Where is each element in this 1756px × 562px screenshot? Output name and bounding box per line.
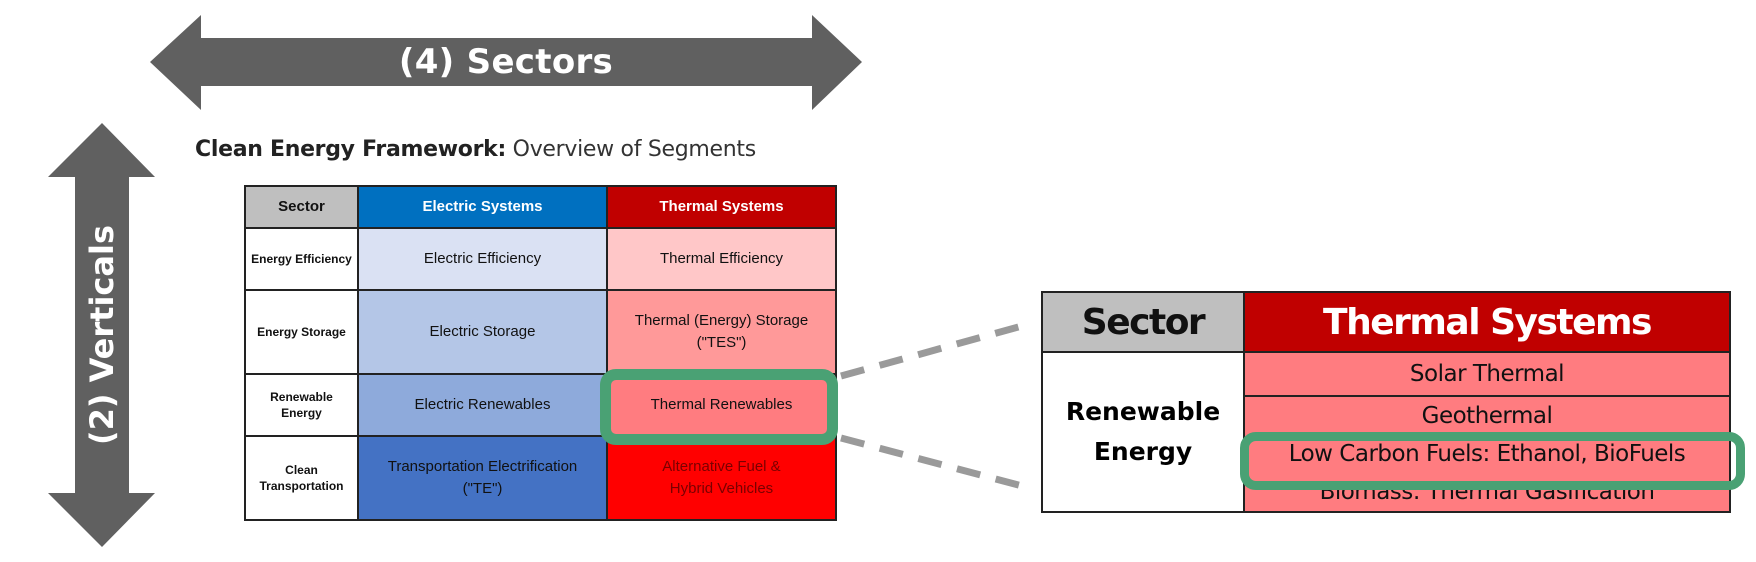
table-row: Renewable Energy Electric Renewables The… bbox=[244, 373, 837, 437]
verticals-arrow-label: (2) Verticals bbox=[83, 225, 121, 445]
zoom-connector-top bbox=[840, 322, 1023, 380]
cell-thermal: Thermal Efficiency bbox=[606, 227, 837, 291]
detail-item-highlighted: Low Carbon Fuels: Ethanol, BioFuels bbox=[1288, 441, 1686, 467]
highlight-box-low-carbon-fuels bbox=[1240, 432, 1745, 490]
detail-header-sector: Sector bbox=[1041, 291, 1245, 353]
detail-item: Geothermal bbox=[1421, 403, 1553, 429]
cell-electric: Transportation Electrification ("TE") bbox=[357, 435, 608, 521]
cell-electric: Electric Renewables bbox=[357, 373, 608, 437]
detail-sector-label: Renewable Energy bbox=[1041, 351, 1245, 513]
table-row: Energy Efficiency Electric Efficiency Th… bbox=[244, 227, 837, 291]
row-sector-label: Clean Transportation bbox=[244, 435, 359, 521]
header-thermal-systems: Thermal Systems bbox=[606, 185, 837, 229]
row-sector-label: Energy Storage bbox=[244, 289, 359, 375]
highlight-box-thermal-renewables bbox=[600, 369, 838, 445]
framework-title-regular: Overview of Segments bbox=[512, 137, 757, 162]
detail-header-row: Sector Thermal Systems bbox=[1041, 291, 1731, 353]
sectors-double-arrow bbox=[150, 15, 862, 110]
cell-electric: Electric Storage bbox=[357, 289, 608, 375]
sectors-arrow-label: (4) Sectors bbox=[398, 42, 614, 82]
detail-header-thermal-systems: Thermal Systems bbox=[1243, 291, 1731, 353]
header-electric-systems: Electric Systems bbox=[357, 185, 608, 229]
zoom-connector-bottom bbox=[840, 434, 1023, 490]
overview-table: Sector Electric Systems Thermal Systems … bbox=[244, 185, 837, 521]
row-sector-label: Energy Efficiency bbox=[244, 227, 359, 291]
framework-title: Clean Energy Framework: Overview of Segm… bbox=[195, 137, 756, 162]
verticals-double-arrow bbox=[48, 123, 155, 547]
cell-thermal: Thermal (Energy) Storage ("TES") bbox=[606, 289, 837, 375]
detail-item: Solar Thermal bbox=[1245, 353, 1729, 397]
header-sector: Sector bbox=[244, 185, 359, 229]
row-sector-label: Renewable Energy bbox=[244, 373, 359, 437]
table-row: Energy Storage Electric Storage Thermal … bbox=[244, 289, 837, 375]
table-row: Clean Transportation Transportation Elec… bbox=[244, 435, 837, 521]
framework-title-bold: Clean Energy Framework: bbox=[195, 137, 506, 162]
overview-header-row: Sector Electric Systems Thermal Systems bbox=[244, 185, 837, 229]
cell-electric: Electric Efficiency bbox=[357, 227, 608, 291]
cell-thermal: Alternative Fuel & Hybrid Vehicles bbox=[606, 435, 837, 521]
